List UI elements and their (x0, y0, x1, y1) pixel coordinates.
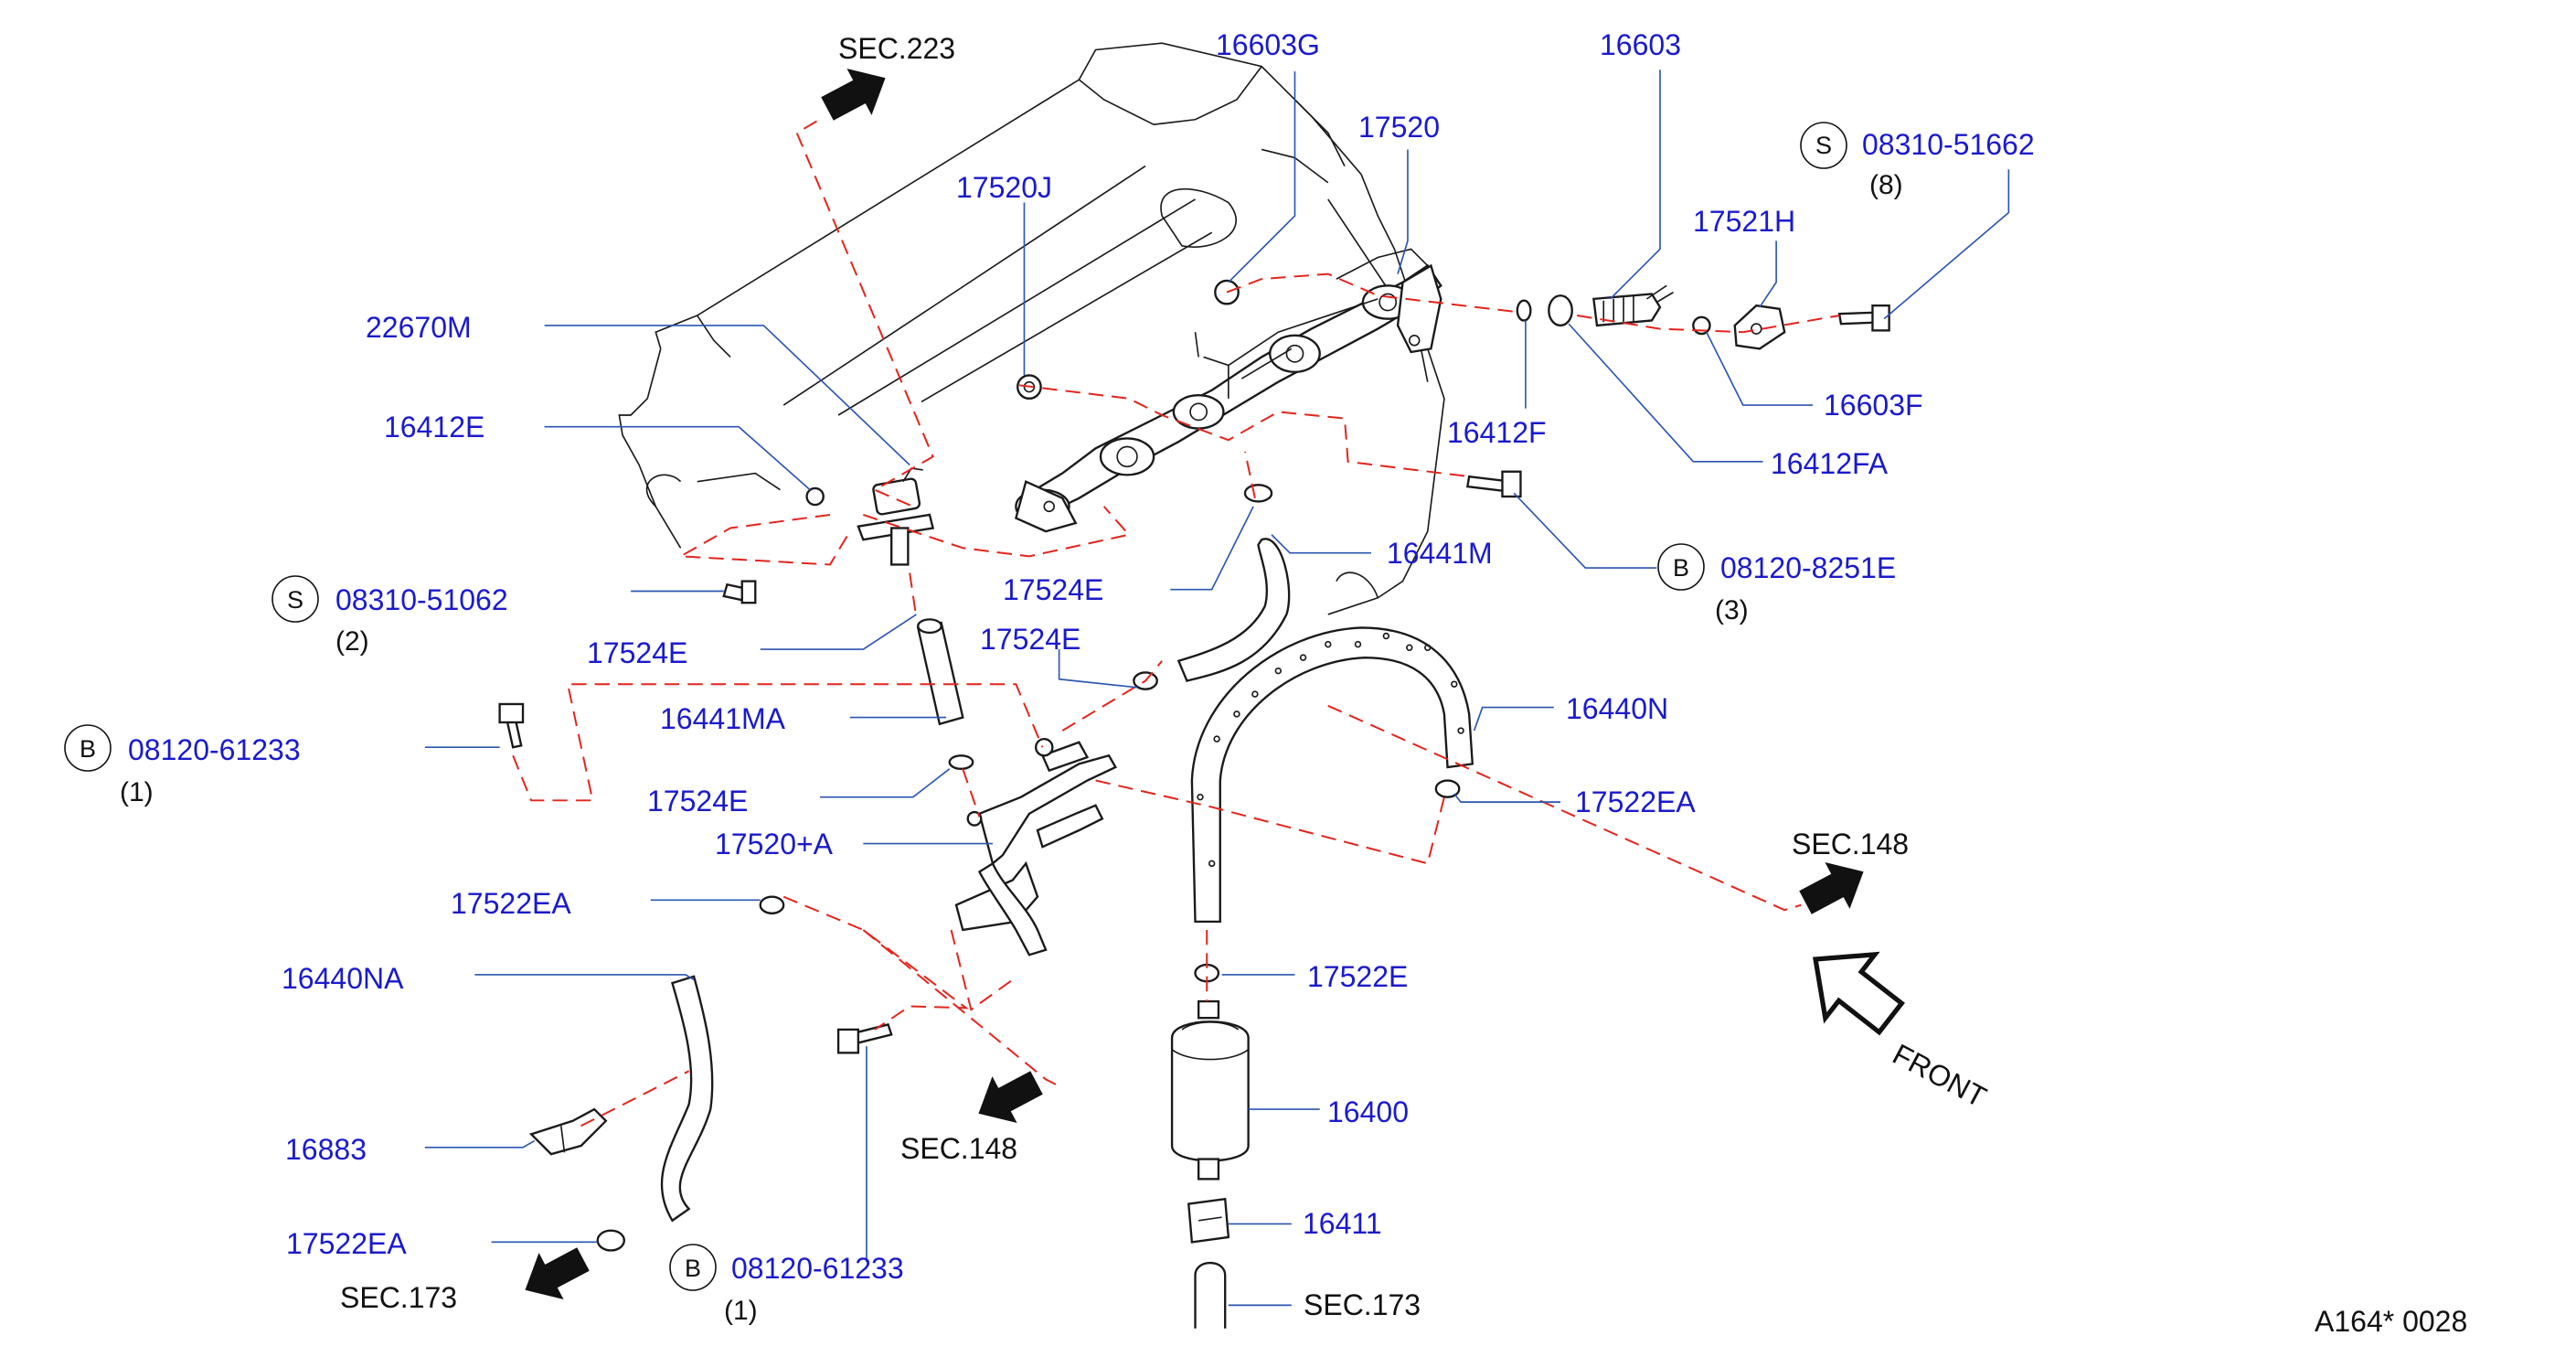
part-label-22670M[interactable]: 22670M (366, 311, 472, 344)
quantity-1-bottom: (1) (724, 1296, 758, 1326)
bolts (498, 470, 1522, 1054)
front-arrow-icon (1813, 951, 1905, 1036)
part-number-labels: 16603G 16603 17520 08310-51662 (8) 17521… (120, 28, 2035, 1326)
part-label-17522EA-left[interactable]: 17522EA (451, 887, 571, 920)
pressure-regulator (805, 467, 935, 566)
part-label-17524E-lower[interactable]: 17524E (647, 785, 748, 817)
standard-part-symbol: S (1815, 132, 1832, 159)
bolt-symbol: B (685, 1255, 701, 1282)
injector-parts (1516, 284, 1890, 350)
hoses (660, 538, 1474, 1223)
quantity-2: (2) (335, 626, 369, 657)
part-label-16603G[interactable]: 16603G (1216, 28, 1320, 61)
part-label-16441M[interactable]: 16441M (1387, 537, 1493, 570)
part-label-08120-61233-bottom[interactable]: 08120-61233 (731, 1252, 904, 1285)
part-label-17522EA-bottom[interactable]: 17522EA (286, 1227, 407, 1260)
quantity-3: (3) (1715, 595, 1749, 625)
leader-lines (424, 69, 2010, 1307)
part-label-17522EA-right[interactable]: 17522EA (1575, 785, 1696, 818)
part-label-16412F[interactable]: 16412F (1447, 416, 1547, 449)
part-label-16883[interactable]: 16883 (285, 1133, 367, 1166)
part-label-16440N[interactable]: 16440N (1566, 692, 1668, 725)
part-label-17524E-upper[interactable]: 17524E (1003, 573, 1103, 606)
part-label-17520-plus-A[interactable]: 17520+A (715, 828, 834, 860)
part-label-17520[interactable]: 17520 (1358, 111, 1440, 144)
part-label-16603F[interactable]: 16603F (1824, 389, 1923, 422)
bolt-symbol: B (1673, 554, 1689, 582)
sec173-left-arrow (525, 1247, 590, 1300)
part-label-16400[interactable]: 16400 (1327, 1095, 1409, 1128)
part-label-17522E[interactable]: 17522E (1307, 960, 1408, 993)
catalog-code: A164* 0028 (2315, 1305, 2467, 1338)
section-ref-sec173-left[interactable]: SEC.173 (340, 1281, 457, 1314)
fuel-rail-assembly (1014, 248, 1442, 533)
part-label-17520J[interactable]: 17520J (956, 171, 1052, 204)
engine-block-outline (618, 42, 1445, 615)
standard-part-symbol: S (287, 586, 303, 614)
quantity-8: (8) (1869, 170, 1903, 200)
part-label-17521H[interactable]: 17521H (1693, 205, 1795, 238)
fuel-filter (1170, 999, 1250, 1329)
part-label-16603[interactable]: 16603 (1600, 28, 1681, 61)
part-label-16440NA[interactable]: 16440NA (282, 962, 404, 995)
assembly-lines (512, 120, 1840, 1127)
quantity-1-left: (1) (120, 777, 154, 807)
sec148-mid-arrow (978, 1071, 1043, 1124)
fastener-symbols: S B S B B (64, 122, 1847, 1291)
part-label-08310-51662[interactable]: 08310-51662 (1862, 128, 2035, 161)
front-direction-label: FRONT (1888, 1037, 1992, 1114)
part-label-17524E-mid[interactable]: 17524E (980, 623, 1080, 656)
part-label-08310-51062[interactable]: 08310-51062 (335, 583, 508, 616)
part-label-16441MA[interactable]: 16441MA (660, 702, 786, 735)
section-ref-sec148-right[interactable]: SEC.148 (1792, 828, 1909, 860)
bolt-symbol: B (80, 735, 96, 763)
sec148-right-arrow (1799, 861, 1864, 914)
sec223-arrow (821, 68, 886, 121)
section-ref-sec223[interactable]: SEC.223 (838, 32, 955, 65)
section-ref-sec173-bottom[interactable]: SEC.173 (1304, 1288, 1421, 1321)
part-label-16412E[interactable]: 16412E (384, 411, 484, 443)
part-label-16411[interactable]: 16411 (1303, 1207, 1382, 1240)
part-label-17524E-left[interactable]: 17524E (587, 636, 687, 669)
part-label-08120-61233-left[interactable]: 08120-61233 (128, 733, 301, 766)
direction-arrows (525, 68, 1905, 1300)
part-label-08120-8251E[interactable]: 08120-8251E (1720, 551, 1896, 584)
part-label-16412FA[interactable]: 16412FA (1771, 447, 1889, 480)
section-ref-sec148-mid[interactable]: SEC.148 (900, 1132, 1017, 1165)
